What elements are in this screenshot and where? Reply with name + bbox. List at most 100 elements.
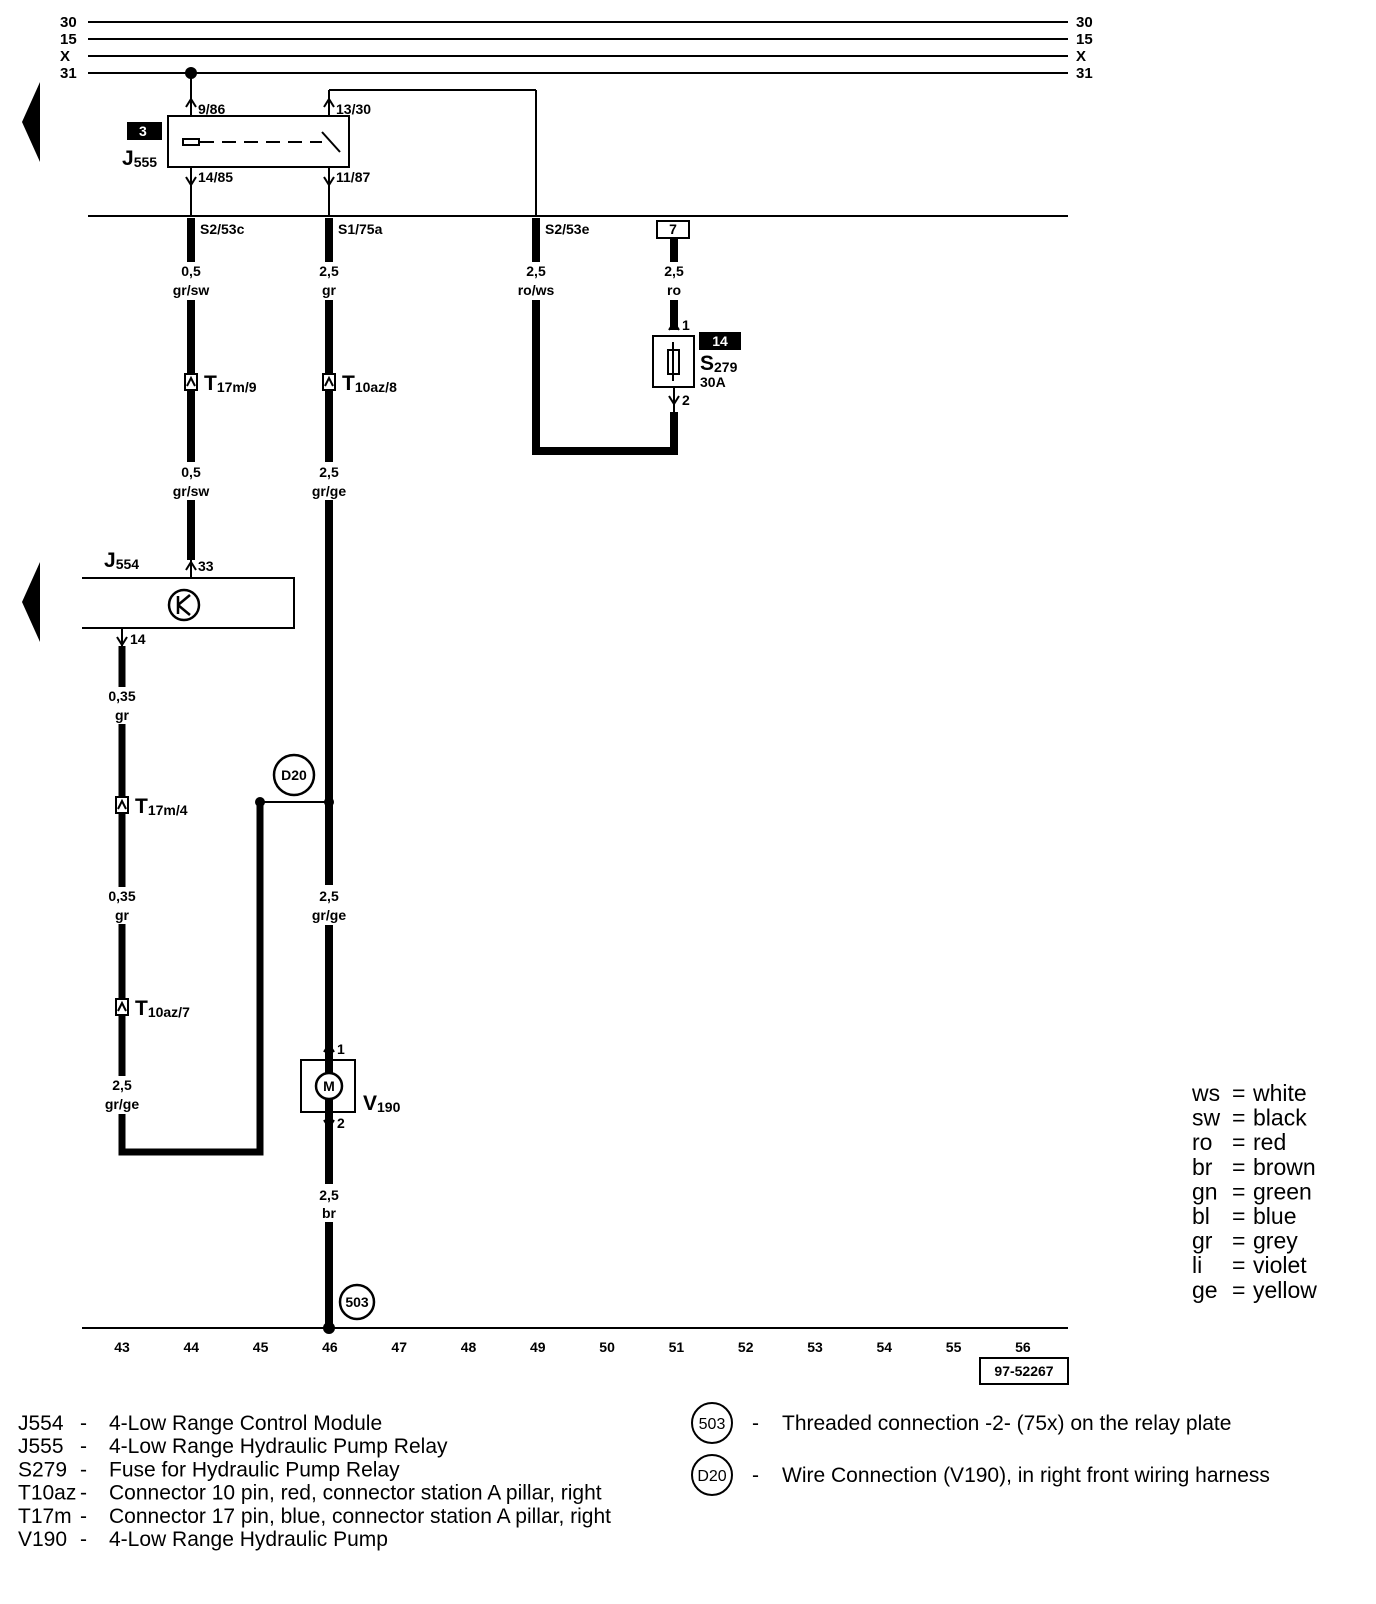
grid-number: 51 xyxy=(669,1339,685,1355)
rail-15-label-right: 15 xyxy=(1076,31,1093,48)
color-name: grey xyxy=(1253,1228,1298,1254)
color-code: gn xyxy=(1192,1178,1218,1204)
wire-size: 0,5 xyxy=(181,263,201,279)
color-code: li xyxy=(1192,1252,1202,1278)
fuse-rating: 30A xyxy=(700,374,726,390)
pump-pin-label: 1 xyxy=(337,1041,345,1057)
component-desc: 4-Low Range Hydraulic Pump Relay xyxy=(109,1435,448,1458)
relay-pin-label: 13/30 xyxy=(336,101,371,117)
rail-x-label-left: X xyxy=(60,48,70,65)
rail-x-label-right: X xyxy=(1076,48,1086,65)
connector-label: T17m/4 xyxy=(135,795,188,818)
color-name: white xyxy=(1252,1080,1307,1106)
wire-color: gr xyxy=(322,282,337,298)
color-equals: = xyxy=(1232,1277,1245,1303)
pin-arrow-icon xyxy=(323,1042,335,1053)
wire-column-44: 0,5 gr/sw 0,5 gr/sw T17m/9 xyxy=(173,218,257,560)
grid-number: 50 xyxy=(599,1339,615,1355)
color-name: yellow xyxy=(1253,1277,1317,1303)
connector-label: T10az/8 xyxy=(342,372,397,395)
module-pin-label: 14 xyxy=(130,631,146,647)
color-equals: = xyxy=(1232,1080,1245,1106)
component-desc: 4-Low Range Control Module xyxy=(109,1412,382,1435)
wire-size: 2,5 xyxy=(319,1187,339,1203)
connection-desc: Threaded connection -2- (75x) on the rel… xyxy=(782,1412,1231,1435)
component-code: J555 xyxy=(18,1435,64,1458)
color-code: ws xyxy=(1191,1080,1220,1106)
connection-dash: - xyxy=(752,1412,759,1435)
fuse-box-number: 14 xyxy=(712,333,728,349)
fuse-name: S279 xyxy=(700,352,738,375)
color-name: black xyxy=(1253,1105,1307,1131)
pin-arrow-icon xyxy=(185,97,197,108)
color-code: gr xyxy=(1192,1228,1213,1254)
color-code: bl xyxy=(1192,1203,1210,1229)
color-name: violet xyxy=(1253,1252,1307,1278)
component-dash: - xyxy=(80,1458,87,1481)
wire-size: 2,5 xyxy=(319,888,339,904)
component-code: T17m xyxy=(18,1505,72,1528)
component-legend: J554-4-Low Range Control ModuleJ555-4-Lo… xyxy=(18,1412,611,1551)
terminal-label: S1/75a xyxy=(338,221,383,237)
pump-name: V190 xyxy=(363,1092,401,1115)
connector-label: T10az/7 xyxy=(135,997,190,1020)
rail-15-label-left: 15 xyxy=(60,31,77,48)
wire-size: 0,35 xyxy=(108,888,135,904)
junction-dot xyxy=(255,797,265,807)
color-equals: = xyxy=(1232,1178,1245,1204)
relay-box-number: 3 xyxy=(139,123,147,139)
pump-pin-label: 2 xyxy=(337,1115,345,1131)
fuse-box-number: 7 xyxy=(669,221,677,237)
terminal-label: S2/53c xyxy=(200,221,245,237)
relay-switch-icon xyxy=(321,131,341,153)
grid-number: 45 xyxy=(253,1339,269,1355)
component-dash: - xyxy=(80,1412,87,1435)
pin-arrow-icon xyxy=(185,176,197,187)
connection-label: 503 xyxy=(345,1294,369,1310)
component-desc: Fuse for Hydraulic Pump Relay xyxy=(109,1458,400,1481)
color-name: green xyxy=(1253,1178,1312,1204)
wire-color: ro/ws xyxy=(518,282,555,298)
grid-number: 43 xyxy=(114,1339,130,1355)
continuation-arrow-icon xyxy=(22,82,40,162)
rail-30-label-right: 30 xyxy=(1076,14,1093,31)
component-dash: - xyxy=(80,1505,87,1528)
connection-symbol-icon xyxy=(691,1402,733,1444)
fuse-pin-label: 1 xyxy=(682,317,690,333)
rail-31-label-left: 31 xyxy=(60,65,77,82)
connection-d20: D20 xyxy=(272,753,316,797)
color-equals: = xyxy=(1232,1105,1245,1131)
connection-symbol-icon xyxy=(691,1454,733,1496)
wire-column-43: 0,35 gr 0,35 gr 2,5 gr/ge T17m/4 T10az/7 xyxy=(105,646,329,1156)
component-code: J554 xyxy=(18,1412,64,1435)
wire-column-49: 2,5 ro/ws xyxy=(518,218,678,455)
color-equals: = xyxy=(1232,1129,1245,1155)
grid-number: 48 xyxy=(461,1339,477,1355)
grid-number: 53 xyxy=(807,1339,823,1355)
component-desc: Connector 17 pin, blue, connector statio… xyxy=(109,1505,611,1528)
grid-number: 46 xyxy=(322,1339,338,1355)
color-equals: = xyxy=(1232,1228,1245,1254)
color-code: ge xyxy=(1192,1277,1218,1303)
wire-color: gr/ge xyxy=(312,483,346,499)
continuation-arrow-icon xyxy=(22,562,40,642)
wire-size: 2,5 xyxy=(319,464,339,480)
color-equals: = xyxy=(1232,1154,1245,1180)
color-name: red xyxy=(1253,1129,1286,1155)
component-dash: - xyxy=(80,1528,87,1551)
color-code: sw xyxy=(1192,1105,1221,1131)
component-desc: Connector 10 pin, red, connector station… xyxy=(109,1482,602,1505)
connection-label: D20 xyxy=(281,767,307,783)
wire-color: br xyxy=(322,1205,337,1221)
component-desc: 4-Low Range Hydraulic Pump xyxy=(109,1528,388,1551)
component-dash: - xyxy=(80,1435,87,1458)
ground-503: 503 xyxy=(323,1283,376,1334)
color-name: blue xyxy=(1253,1203,1296,1229)
wire-color: gr/sw xyxy=(173,282,210,298)
grid-number: 56 xyxy=(1015,1339,1031,1355)
motor-symbol: M xyxy=(323,1078,335,1094)
power-rails: 30 15 X 31 30 15 X 31 xyxy=(60,14,1093,82)
component-code: T10az xyxy=(18,1482,76,1505)
